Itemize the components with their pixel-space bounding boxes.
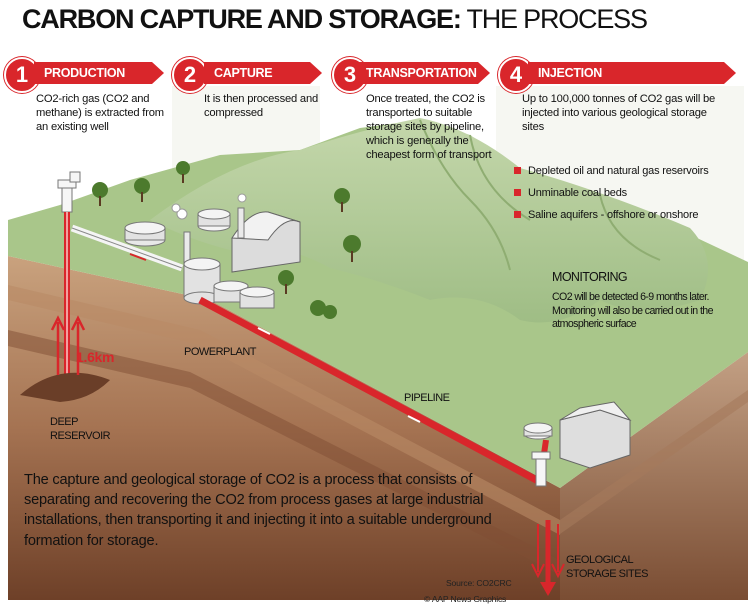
list-item: Depleted oil and natural gas reservoirs [514, 164, 709, 178]
deep-reservoir-label-line2: RESERVOIR [50, 430, 111, 442]
step-1-text: CO2-rich gas (CO2 and methane) is extrac… [36, 93, 164, 133]
powerplant-label: POWERPLANT [184, 346, 257, 358]
page-title: CARBON CAPTURE AND STORAGE: THE PROCESS [22, 4, 648, 34]
co2-pipeline [198, 296, 542, 486]
description-text: The capture and geological storage of CO… [24, 472, 492, 549]
stratum-band [8, 285, 560, 535]
trees [92, 161, 361, 319]
stratum-band [560, 390, 748, 534]
production-well-head [57, 171, 81, 380]
monitoring-text: CO2 will be detected 6-9 months later. M… [552, 291, 713, 331]
hills [150, 118, 708, 323]
pipeline-label: PIPELINE [404, 392, 450, 404]
step-3-heading: TRANSPORTATION [356, 62, 490, 84]
deep-reservoir-label-line1: DEEP [50, 416, 78, 428]
step-3-text: Once treated, the CO2 is transported to … [366, 93, 492, 161]
credit-label: © AAP News Graphics [424, 594, 507, 604]
source-label: Source: CO2CRC [446, 578, 512, 588]
step-4-number: 4 [498, 57, 534, 93]
depth-label: 1.6km [76, 349, 115, 365]
injection-facility [523, 401, 632, 487]
powerplant-buildings [124, 193, 301, 309]
step-1-heading: PRODUCTION [34, 62, 164, 84]
geological-storage-label-line1: GEOLOGICAL [566, 554, 634, 566]
deep-reservoir [20, 372, 110, 402]
stratum-band [8, 330, 560, 575]
monitoring-heading: MONITORING [552, 270, 628, 284]
step-2-text: It is then processed and compressed [204, 93, 318, 119]
geological-storage-label-line2: STORAGE SITES [566, 568, 648, 580]
list-item: Saline aquifers - offshore or onshore [514, 208, 709, 222]
step-2-heading: CAPTURE [204, 62, 322, 84]
step-4-text: Up to 100,000 tonnes of CO2 gas will be … [522, 93, 716, 133]
step-2-number: 2 [172, 57, 208, 93]
underground-strata-right [560, 352, 748, 600]
storage-site-list: Depleted oil and natural gas reservoirs … [514, 164, 709, 230]
step-4-heading: INJECTION [528, 62, 736, 84]
list-item: Unminable coal beds [514, 186, 709, 200]
